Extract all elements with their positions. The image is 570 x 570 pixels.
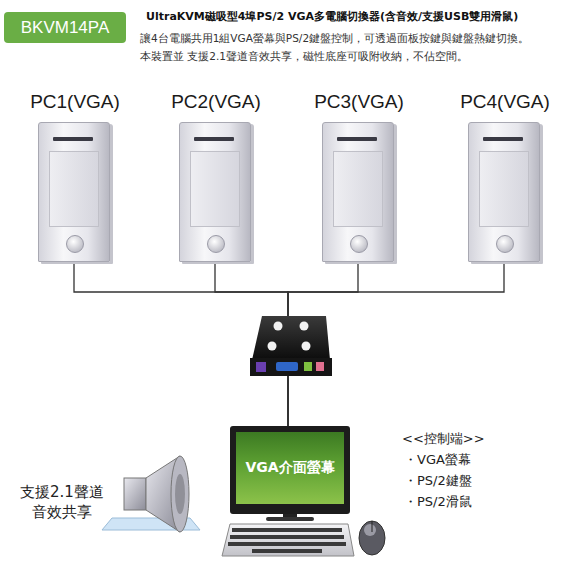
control-item: ・PS/2鍵盤	[404, 472, 554, 490]
cable-connector	[288, 262, 504, 426]
control-heading: <<控制端>>	[402, 430, 552, 448]
front-panel	[49, 151, 99, 227]
computer-tower: PC3(VGA)	[322, 122, 394, 262]
power-button	[350, 235, 368, 253]
description-text: 讓4台電腦共用1組VGA螢幕與PS/2鍵盤控制，可透過面板按鍵與鍵盤熱鍵切換。本…	[140, 29, 570, 65]
vga-monitor: VGA介面螢幕	[230, 426, 350, 514]
mouse	[359, 521, 385, 555]
computer-label: PC4(VGA)	[429, 91, 570, 113]
drive-slot	[337, 137, 377, 141]
drive-slot	[194, 137, 234, 141]
screen-label: VGA介面螢幕	[245, 459, 334, 477]
title-text: UltraKVM磁吸型4埠PS/2 VGA多電腦切換器(含音效/支援USB雙用滑…	[146, 9, 518, 24]
control-item: ・VGA螢幕	[404, 451, 554, 469]
control-item: ・PS/2滑鼠	[404, 493, 554, 511]
cable-connector	[74, 262, 288, 426]
badge-label: BKVM14PA	[21, 18, 110, 38]
drive-slot	[483, 137, 523, 141]
kvm-switch	[250, 316, 332, 376]
front-panel	[479, 151, 529, 227]
speaker	[102, 456, 200, 532]
computer-tower: PC1(VGA)	[38, 122, 110, 262]
computer-label: PC1(VGA)	[0, 91, 151, 113]
front-panel	[333, 151, 383, 227]
computer-tower: PC4(VGA)	[468, 122, 540, 262]
computer-tower: PC2(VGA)	[179, 122, 251, 262]
front-panel	[190, 151, 240, 227]
audio-note: 支援2.1聲道 音效共享	[10, 482, 114, 522]
power-button	[496, 235, 514, 253]
cable-connector	[215, 262, 288, 426]
computer-label: PC3(VGA)	[283, 91, 435, 113]
power-button	[207, 235, 225, 253]
computer-label: PC2(VGA)	[140, 91, 292, 113]
drive-slot	[53, 137, 93, 141]
model-badge: BKVM14PA	[4, 12, 126, 43]
keyboard	[222, 524, 354, 556]
power-button	[66, 235, 84, 253]
cable-connector	[288, 262, 358, 426]
